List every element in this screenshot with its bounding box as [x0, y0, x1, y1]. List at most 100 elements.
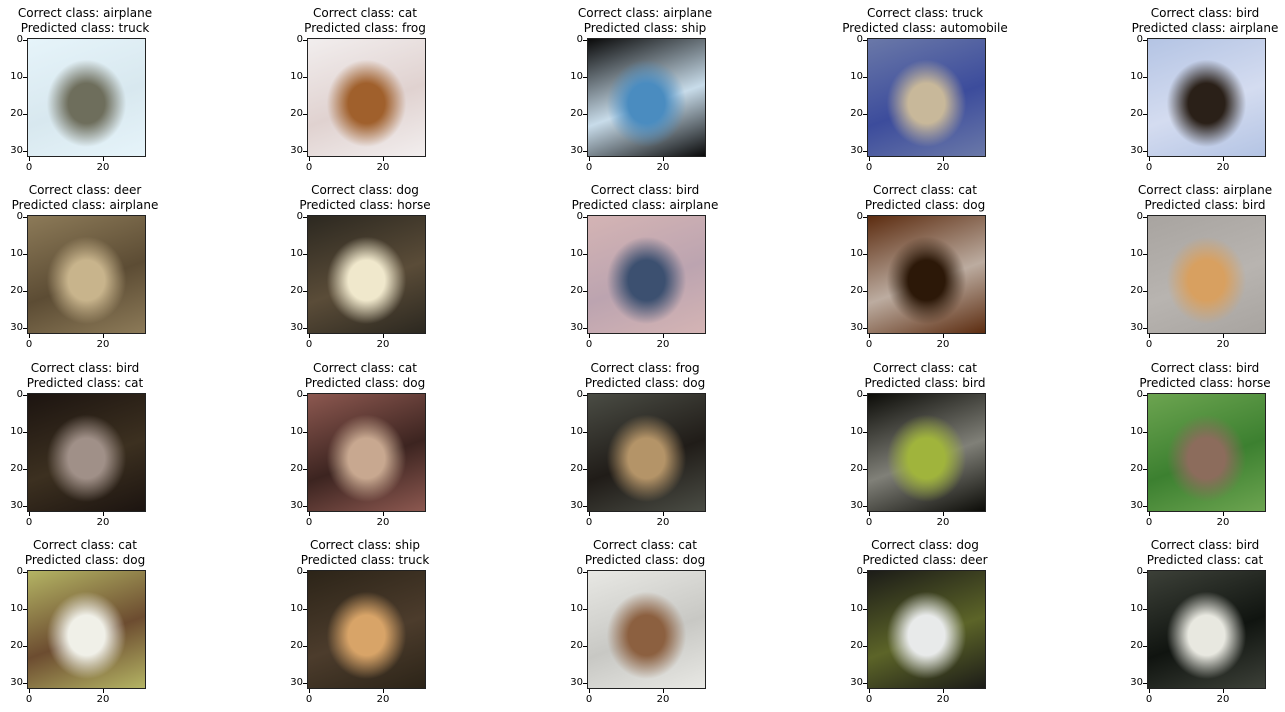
y-tick-mark — [23, 254, 27, 255]
correct-class-label: Correct class: frog — [560, 361, 730, 376]
correct-class-prefix: Correct class: — [313, 361, 399, 375]
correct-class-prefix: Correct class: — [871, 538, 957, 552]
x-tick-mark — [29, 157, 30, 161]
image-content — [308, 216, 425, 333]
sample-image — [867, 393, 986, 512]
x-tick-mark — [29, 512, 30, 516]
predicted-class-value: airplane — [109, 198, 159, 212]
y-tick-mark — [23, 151, 27, 152]
image-content — [1148, 394, 1265, 511]
predicted-class-value: dog — [122, 553, 146, 567]
x-tick-label: 0 — [1145, 694, 1153, 705]
y-tick-mark — [23, 432, 27, 433]
y-tick-label: 0 — [856, 211, 863, 222]
predicted-class-label: Predicted class: horse — [1120, 376, 1285, 391]
correct-class-label: Correct class: bird — [1120, 6, 1285, 21]
y-tick-label: 20 — [570, 640, 583, 651]
y-tick-mark — [583, 395, 587, 396]
y-tick-label: 0 — [576, 211, 583, 222]
y-tick-label: 20 — [570, 108, 583, 119]
y-tick-label: 10 — [850, 426, 863, 437]
y-tick-mark — [303, 609, 307, 610]
correct-class-prefix: Correct class: — [593, 538, 679, 552]
x-tick-label: 0 — [585, 694, 593, 705]
predicted-class-label: Predicted class: dog — [560, 376, 730, 391]
y-tick-label: 0 — [16, 34, 23, 45]
y-tick-mark — [1143, 572, 1147, 573]
y-tick-mark — [1143, 506, 1147, 507]
predicted-class-prefix: Predicted class: — [584, 376, 683, 390]
y-tick-label: 10 — [570, 71, 583, 82]
y-tick-label: 10 — [570, 603, 583, 614]
y-tick-mark — [303, 506, 307, 507]
x-tick-label: 0 — [865, 694, 873, 705]
x-tick-label: 0 — [1145, 162, 1153, 173]
y-tick-label: 30 — [10, 500, 23, 511]
y-tick-mark — [583, 609, 587, 610]
image-content — [588, 216, 705, 333]
y-tick-mark — [23, 609, 27, 610]
y-tick-mark — [863, 395, 867, 396]
correct-class-value: dog — [956, 538, 979, 552]
x-tick-mark — [589, 334, 590, 338]
image-content — [588, 394, 705, 511]
y-tick-label: 0 — [1136, 34, 1143, 45]
sample-image — [307, 38, 426, 157]
y-tick-mark — [863, 572, 867, 573]
x-tick-mark — [103, 512, 104, 516]
y-tick-label: 20 — [1130, 108, 1143, 119]
correct-class-label: Correct class: ship — [280, 538, 450, 553]
y-tick-label: 20 — [850, 108, 863, 119]
predicted-class-prefix: Predicted class: — [583, 21, 682, 35]
predicted-class-prefix: Predicted class: — [304, 21, 402, 35]
sample-image — [1147, 393, 1266, 512]
predicted-class-label: Predicted class: airplane — [0, 198, 170, 213]
correct-class-value: cat — [398, 361, 417, 375]
y-tick-label: 10 — [290, 426, 303, 437]
predicted-class-prefix: Predicted class: — [842, 21, 941, 35]
y-tick-label: 30 — [850, 677, 863, 688]
correct-class-label: Correct class: airplane — [0, 6, 170, 21]
x-tick-mark — [589, 512, 590, 516]
correct-class-value: cat — [958, 183, 977, 197]
y-tick-mark — [863, 217, 867, 218]
predicted-class-label: Predicted class: airplane — [1120, 21, 1285, 36]
y-tick-label: 20 — [290, 640, 303, 651]
correct-class-prefix: Correct class: — [577, 6, 664, 20]
y-tick-mark — [23, 506, 27, 507]
x-tick-mark — [309, 334, 310, 338]
y-tick-label: 10 — [570, 248, 583, 259]
y-tick-label: 0 — [296, 211, 303, 222]
x-tick-mark — [29, 334, 30, 338]
predicted-class-prefix: Predicted class: — [1144, 198, 1243, 212]
x-tick-mark — [1223, 157, 1224, 161]
y-tick-label: 10 — [290, 71, 303, 82]
predicted-class-value: cat — [124, 376, 144, 390]
y-tick-mark — [23, 114, 27, 115]
correct-class-prefix: Correct class: — [590, 361, 676, 375]
y-tick-mark — [303, 151, 307, 152]
y-tick-mark — [23, 328, 27, 329]
y-tick-label: 30 — [290, 500, 303, 511]
y-tick-label: 20 — [850, 640, 863, 651]
y-tick-mark — [583, 469, 587, 470]
y-tick-mark — [583, 77, 587, 78]
correct-class-label: Correct class: bird — [0, 361, 170, 376]
predicted-class-prefix: Predicted class: — [1139, 376, 1238, 390]
predicted-class-prefix: Predicted class: — [300, 553, 399, 567]
x-tick-mark — [1149, 157, 1150, 161]
x-tick-mark — [589, 689, 590, 693]
y-tick-mark — [303, 646, 307, 647]
y-tick-mark — [1143, 395, 1147, 396]
x-tick-mark — [1223, 334, 1224, 338]
correct-class-prefix: Correct class: — [313, 6, 399, 20]
y-tick-label: 10 — [850, 603, 863, 614]
predicted-class-label: Predicted class: horse — [280, 198, 450, 213]
predicted-class-prefix: Predicted class: — [584, 553, 683, 567]
correct-class-value: airplane — [663, 6, 713, 20]
